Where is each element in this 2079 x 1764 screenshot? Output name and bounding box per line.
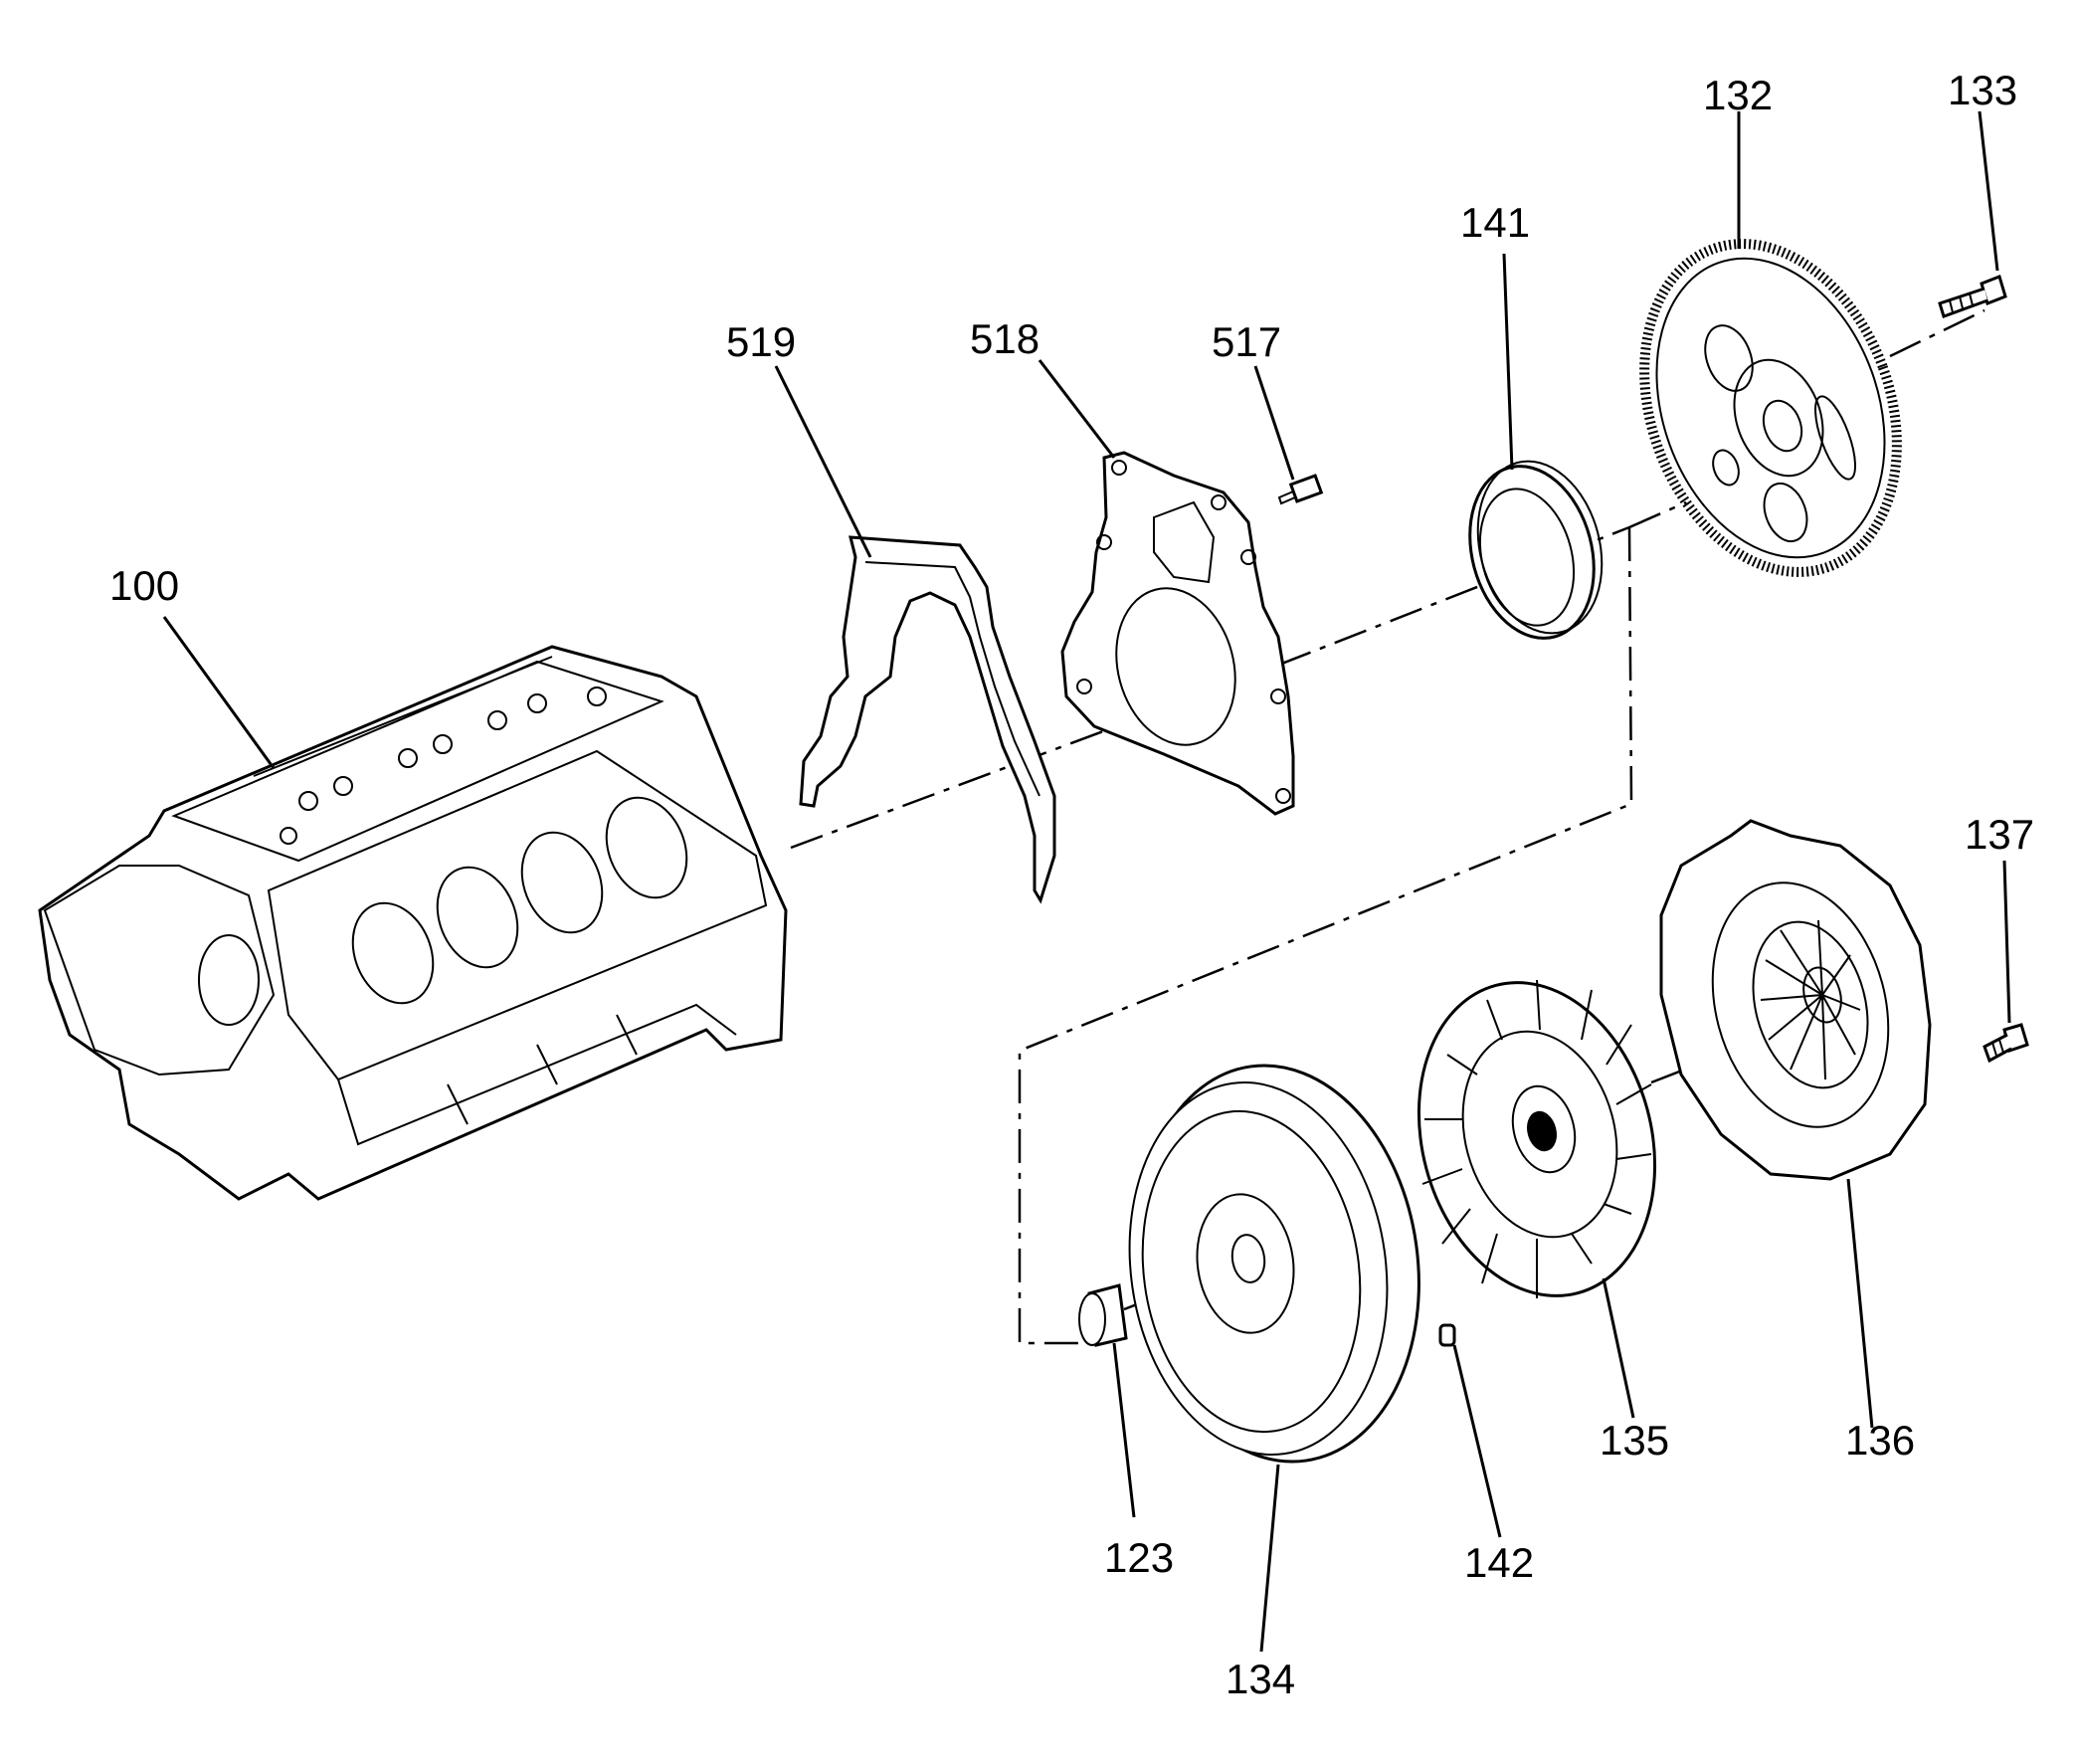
leader-136 — [1846, 1178, 1874, 1429]
part-label-519: 519 — [726, 318, 796, 365]
diaphragm-fingers — [1760, 919, 1861, 1080]
part-label-518: 518 — [970, 315, 1040, 362]
part-label-141: 141 — [1460, 199, 1530, 246]
leader-123 — [1112, 1342, 1136, 1518]
leader-517 — [1253, 365, 1295, 481]
leader-141 — [1502, 253, 1514, 471]
crank-bore — [198, 934, 260, 1026]
part-label-137: 137 — [1965, 811, 2034, 858]
dowel-pin-drawing — [1438, 1323, 1456, 1347]
block-rear-face — [43, 865, 276, 1077]
block-bolt-bosses — [280, 686, 607, 845]
leader-518 — [1038, 359, 1116, 459]
block-skirt — [337, 1003, 737, 1146]
pressure-plate-drawing — [1659, 819, 1932, 1181]
pressure-plate-bolt-drawing — [1983, 1023, 2029, 1064]
part-label-136: 136 — [1845, 1417, 1915, 1464]
clutch-disc-drawing — [1417, 979, 1657, 1298]
flexplate-drawing — [1639, 239, 1902, 577]
part-label-135: 135 — [1600, 1417, 1669, 1464]
engine-block-drawing — [38, 645, 788, 1201]
rear-cover-window — [1153, 500, 1216, 584]
leader-134 — [1259, 1464, 1280, 1653]
leader-142 — [1452, 1344, 1502, 1538]
rear-cover-gasket-drawing — [799, 535, 1056, 904]
part-label-132: 132 — [1703, 72, 1773, 118]
part-label-142: 142 — [1464, 1539, 1534, 1586]
part-label-517: 517 — [1212, 318, 1281, 365]
part-label-123: 123 — [1104, 1534, 1174, 1581]
gasket-inner-edge — [864, 561, 1040, 797]
part-label-133: 133 — [1948, 67, 2017, 113]
cylinder-bore — [436, 866, 519, 969]
cylinder-bore — [605, 796, 688, 899]
oil-seal-drawing — [1468, 460, 1604, 640]
block-valley — [171, 656, 664, 863]
flywheel-drawing — [1128, 1064, 1420, 1464]
part-label-134: 134 — [1226, 1656, 1295, 1702]
flexplate-bolt-drawing — [1938, 275, 2007, 318]
rear-cover-bolt-drawing — [1277, 474, 1324, 505]
cylinder-bore — [351, 901, 435, 1005]
pilot-bearing-drawing — [1078, 1283, 1128, 1347]
leader-lines — [162, 110, 2011, 1653]
leader-100 — [162, 616, 276, 769]
part-labels: 100 519 518 517 141 132 133 137 136 135 … — [109, 67, 2034, 1702]
friction-segments — [1421, 979, 1652, 1298]
leader-135 — [1602, 1277, 1635, 1419]
leader-137 — [2002, 860, 2011, 1024]
rear-cover-seal-bore — [1115, 587, 1236, 746]
cylinder-bore — [520, 831, 604, 934]
cylinder-bores — [351, 796, 688, 1005]
part-label-100: 100 — [109, 562, 179, 609]
rear-cover-drawing — [1060, 451, 1295, 816]
rear-cover-bolt-holes — [1076, 460, 1291, 804]
leader-133 — [1978, 110, 1999, 272]
leader-519 — [774, 365, 872, 558]
